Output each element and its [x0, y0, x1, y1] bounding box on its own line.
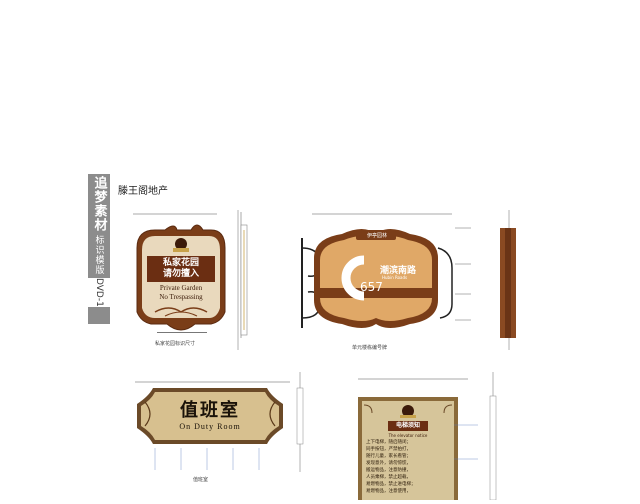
sidebar-title: 追梦素材 — [91, 176, 107, 232]
hanging-number: 657 — [360, 280, 383, 294]
elevator-rule-item: 人员乘梯，禁止超载， — [366, 475, 411, 480]
garden-caption: 私家花园标识尺寸 — [155, 341, 196, 347]
elevator-rule-item: 发现意外，请勿惊慌， — [366, 461, 411, 466]
garden-line2: 请勿擅入 — [162, 269, 199, 279]
garden-side-view — [236, 210, 252, 350]
hanging-brand-en: Hubin Roads — [382, 275, 408, 280]
hanging-top-badge: 伊亭园林 — [366, 233, 387, 239]
project-name: 滕王阁地产 — [118, 186, 168, 197]
garden-sign-graphic — [133, 212, 242, 338]
duty-en: On Duty Room — [179, 422, 241, 431]
elevator-side-view — [486, 372, 500, 501]
duty-sign-graphic — [135, 381, 290, 470]
hanging-brand-cn: 潮滨南路 — [380, 266, 417, 276]
elevator-rule-item: 上下电梯，随启随闭； — [366, 440, 411, 445]
elevator-rule-item: 随行儿童，家长看管； — [366, 454, 411, 459]
elevator-title: 电梯须知 — [395, 422, 420, 429]
hanging-notes — [455, 224, 487, 334]
elevator-rules: 上下电梯，随启随闭； 同手按钮，严禁拍打， 随行儿童，家长看管； 发现意外，请勿惊慌，… — [366, 439, 452, 495]
hanging-side-view — [497, 210, 521, 350]
duty-caption: 值班室 — [193, 477, 209, 483]
elevator-rule-item: 同手按钮，严禁拍打， — [366, 447, 411, 452]
elevator-rule-item: 易燃物品，禁止进电梯； — [366, 482, 416, 487]
garden-en2: No Trespassing — [159, 293, 203, 301]
hanging-sign-panel: 伊亭园林 潮滨南路 Hubin Roads 657 单元楼栋编号牌 — [292, 208, 472, 358]
hanging-sign-graphic — [301, 213, 453, 328]
garden-sign-cn: 私家花园 请勿擅入 — [147, 258, 215, 280]
elevator-sign-graphic — [358, 378, 478, 500]
garden-en1: Private Garden — [159, 284, 203, 292]
garden-line1: 私家花园 — [162, 258, 199, 268]
duty-title: 值班室 — [180, 400, 240, 421]
hanging-caption: 单元楼栋编号牌 — [352, 345, 388, 351]
sidebar-subtitle: 标识模版 — [93, 235, 104, 275]
garden-sign-panel: 私家花园 请勿擅入 Private Garden No Trespassing … — [125, 208, 250, 353]
vertical-title-bar: 追梦素材 标识模版 DVD-1 — [88, 174, 110, 324]
duty-sign-panel: 值班室 On Duty Room 值班室 — [125, 378, 295, 488]
duty-side-view — [294, 372, 306, 472]
elevator-rule-item: 易燃物品，注意使用， — [366, 489, 411, 494]
sidebar-disc: DVD-1 — [88, 278, 110, 307]
elevator-sign-panel: 电梯须知 The elevator notice 上下电梯，随启随闭； 同手按钮，… — [348, 375, 488, 500]
garden-sign-en: Private Garden No Trespassing — [143, 284, 219, 302]
elevator-en: The elevator notice — [388, 433, 428, 438]
elevator-rule-item: 搬运物品，注意防撞， — [366, 468, 411, 473]
